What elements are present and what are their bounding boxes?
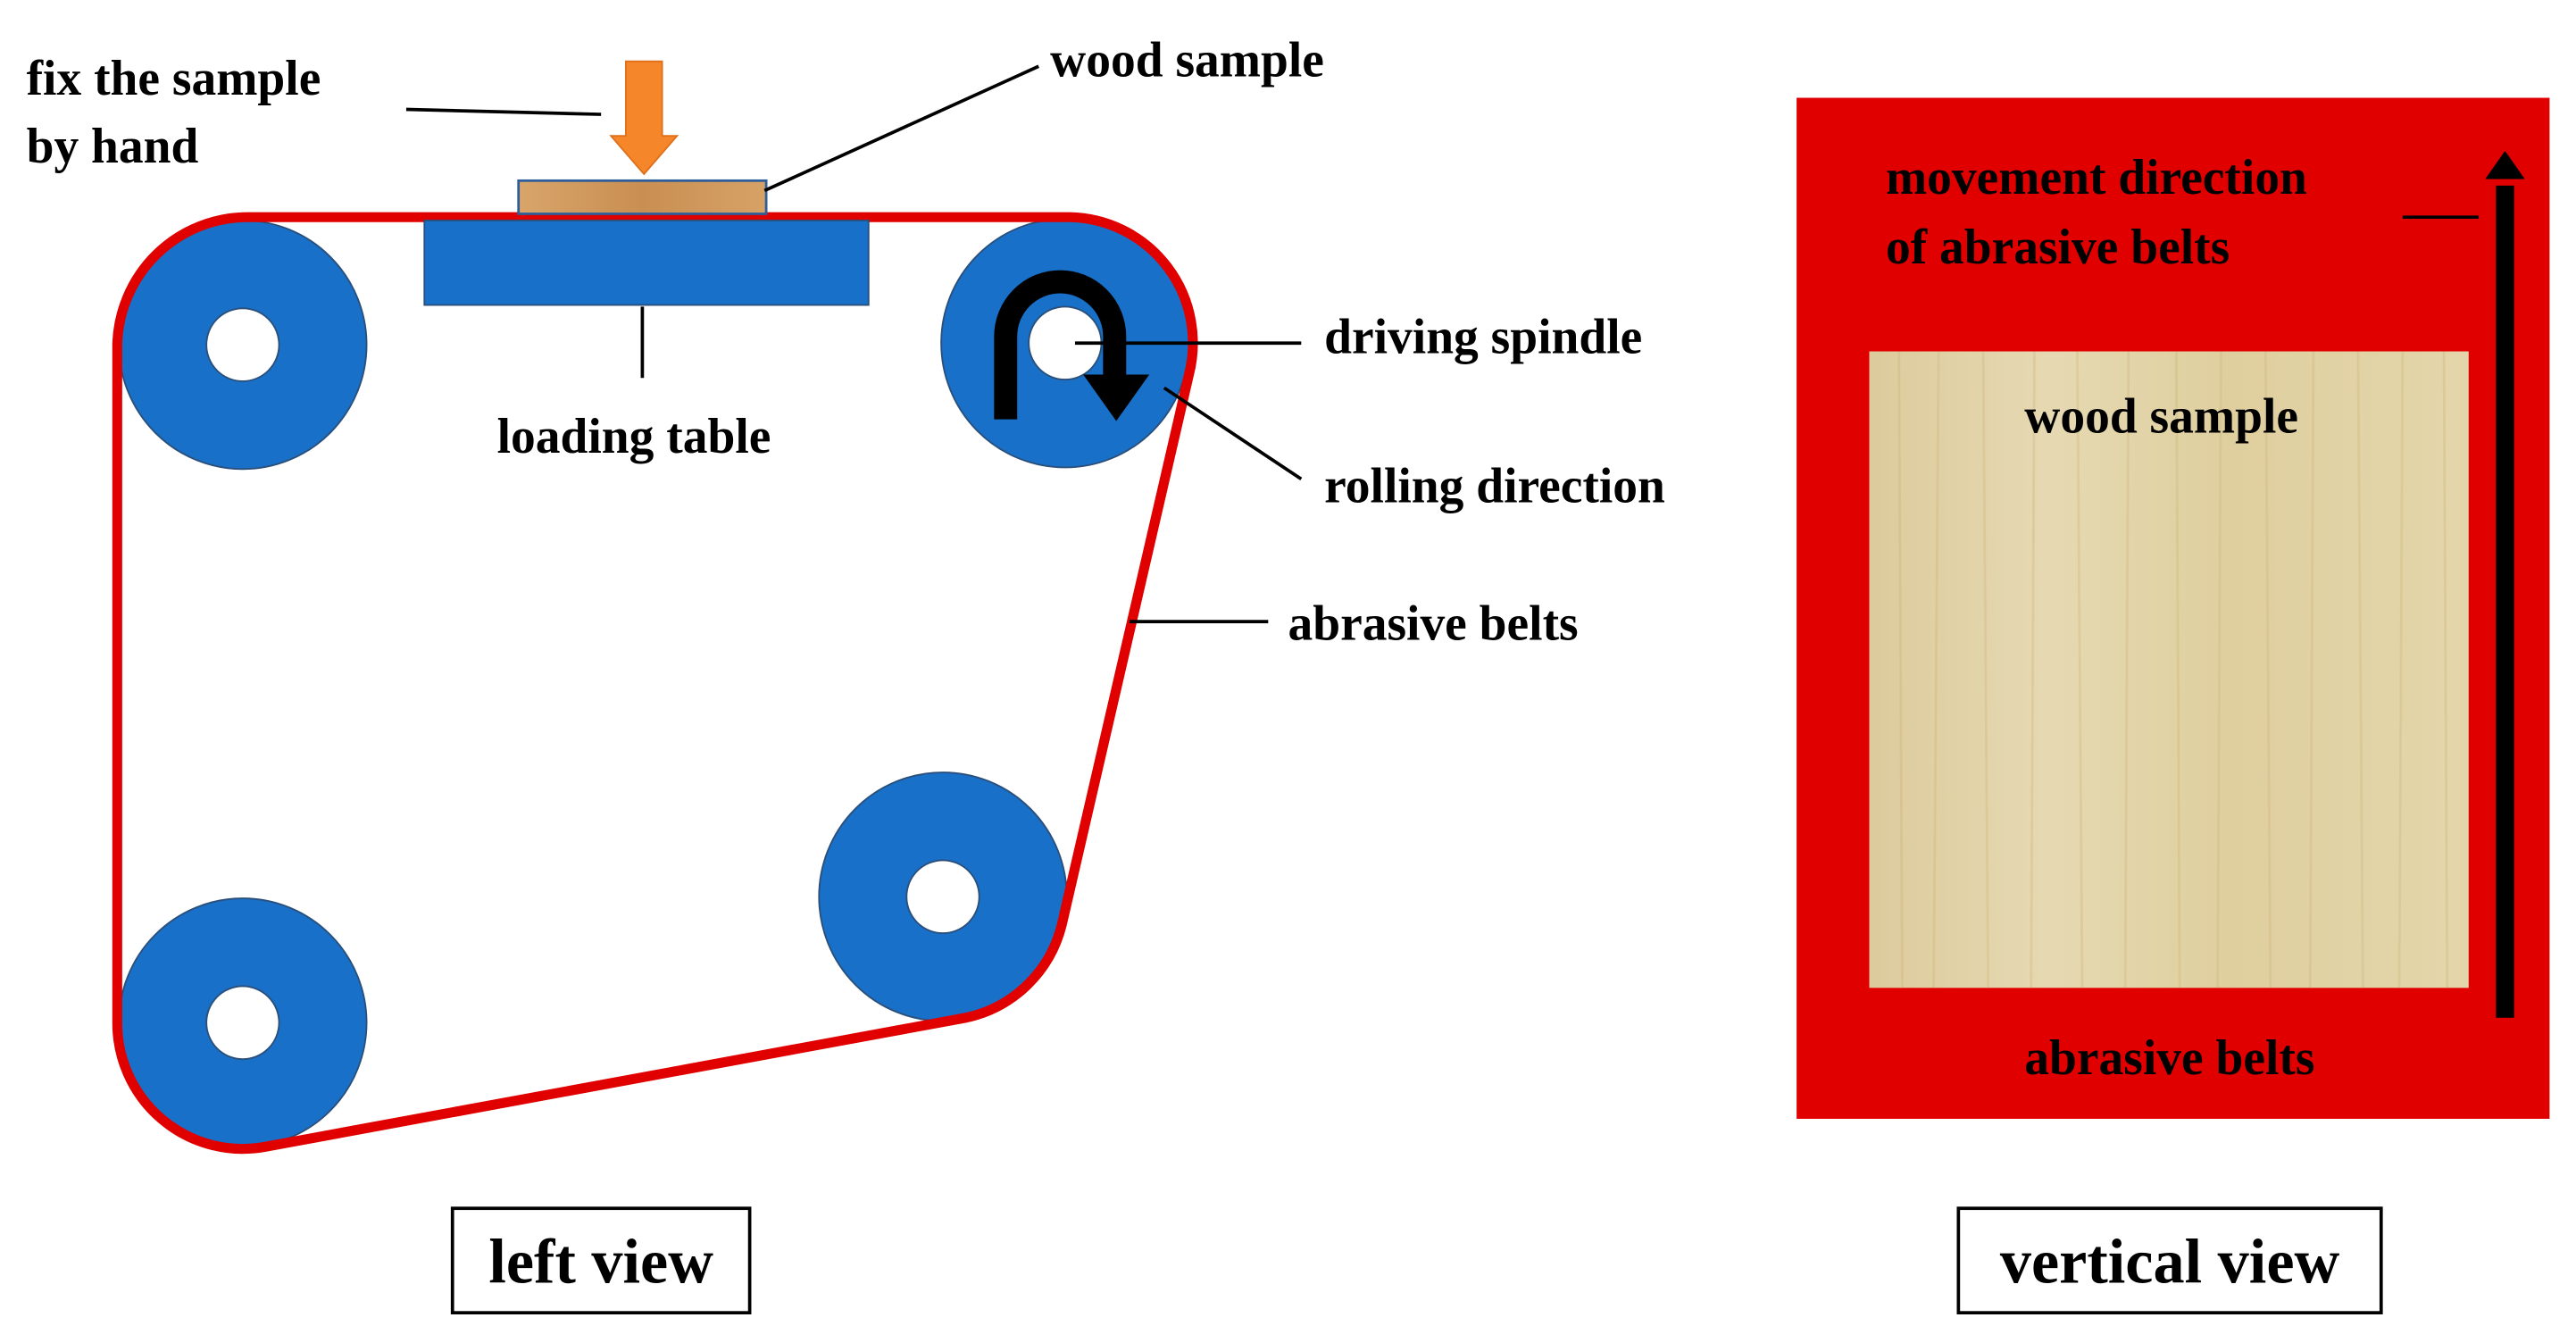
wood-sample-panel bbox=[1869, 351, 2469, 988]
label-loading-table: loading table bbox=[497, 409, 771, 464]
label-wood-sample: wood sample bbox=[1050, 32, 1324, 88]
loading-table bbox=[423, 219, 870, 306]
caption-box-left-view bbox=[450, 1206, 752, 1315]
wood-sample-strip bbox=[517, 179, 768, 215]
label-vv-wood-sample: wood sample bbox=[2024, 388, 2298, 444]
u-turn-arrow-icon bbox=[994, 270, 1150, 421]
spindle-bottom-right bbox=[818, 771, 1068, 1022]
label-movement-line1: movement direction bbox=[1886, 150, 2307, 205]
label-fix-sample-line1: fix the sample bbox=[27, 51, 321, 106]
label-movement-line2: of abrasive belts bbox=[1886, 220, 2230, 275]
label-rolling-direction: rolling direction bbox=[1324, 458, 1665, 513]
caption-vertical-view: vertical view bbox=[2000, 1228, 2340, 1297]
arrow-down-icon bbox=[609, 60, 679, 176]
leader-fix-sample bbox=[405, 107, 602, 116]
label-fix-sample-line2: by hand bbox=[27, 119, 199, 174]
vertical-view: movement direction of abrasive belts woo… bbox=[1797, 97, 2550, 1315]
caption-box-vertical-view bbox=[1956, 1206, 2383, 1315]
label-driving-spindle: driving spindle bbox=[1324, 309, 1642, 364]
label-vv-abrasive-belts: abrasive belts bbox=[2024, 1030, 2314, 1086]
caption-left-view: left view bbox=[488, 1228, 713, 1297]
spindle-top-left bbox=[118, 219, 368, 471]
left-view: fix the sample by hand wood sample loadi… bbox=[27, 32, 1665, 1315]
label-abrasive-belts: abrasive belts bbox=[1288, 596, 1579, 651]
spindle-bottom-left bbox=[118, 897, 368, 1148]
leader-wood-sample bbox=[763, 64, 1040, 193]
leader-rolling-direction bbox=[1163, 386, 1303, 481]
abrasive-belt-loop bbox=[112, 212, 1198, 1155]
arrow-up-icon bbox=[2485, 150, 2525, 1018]
